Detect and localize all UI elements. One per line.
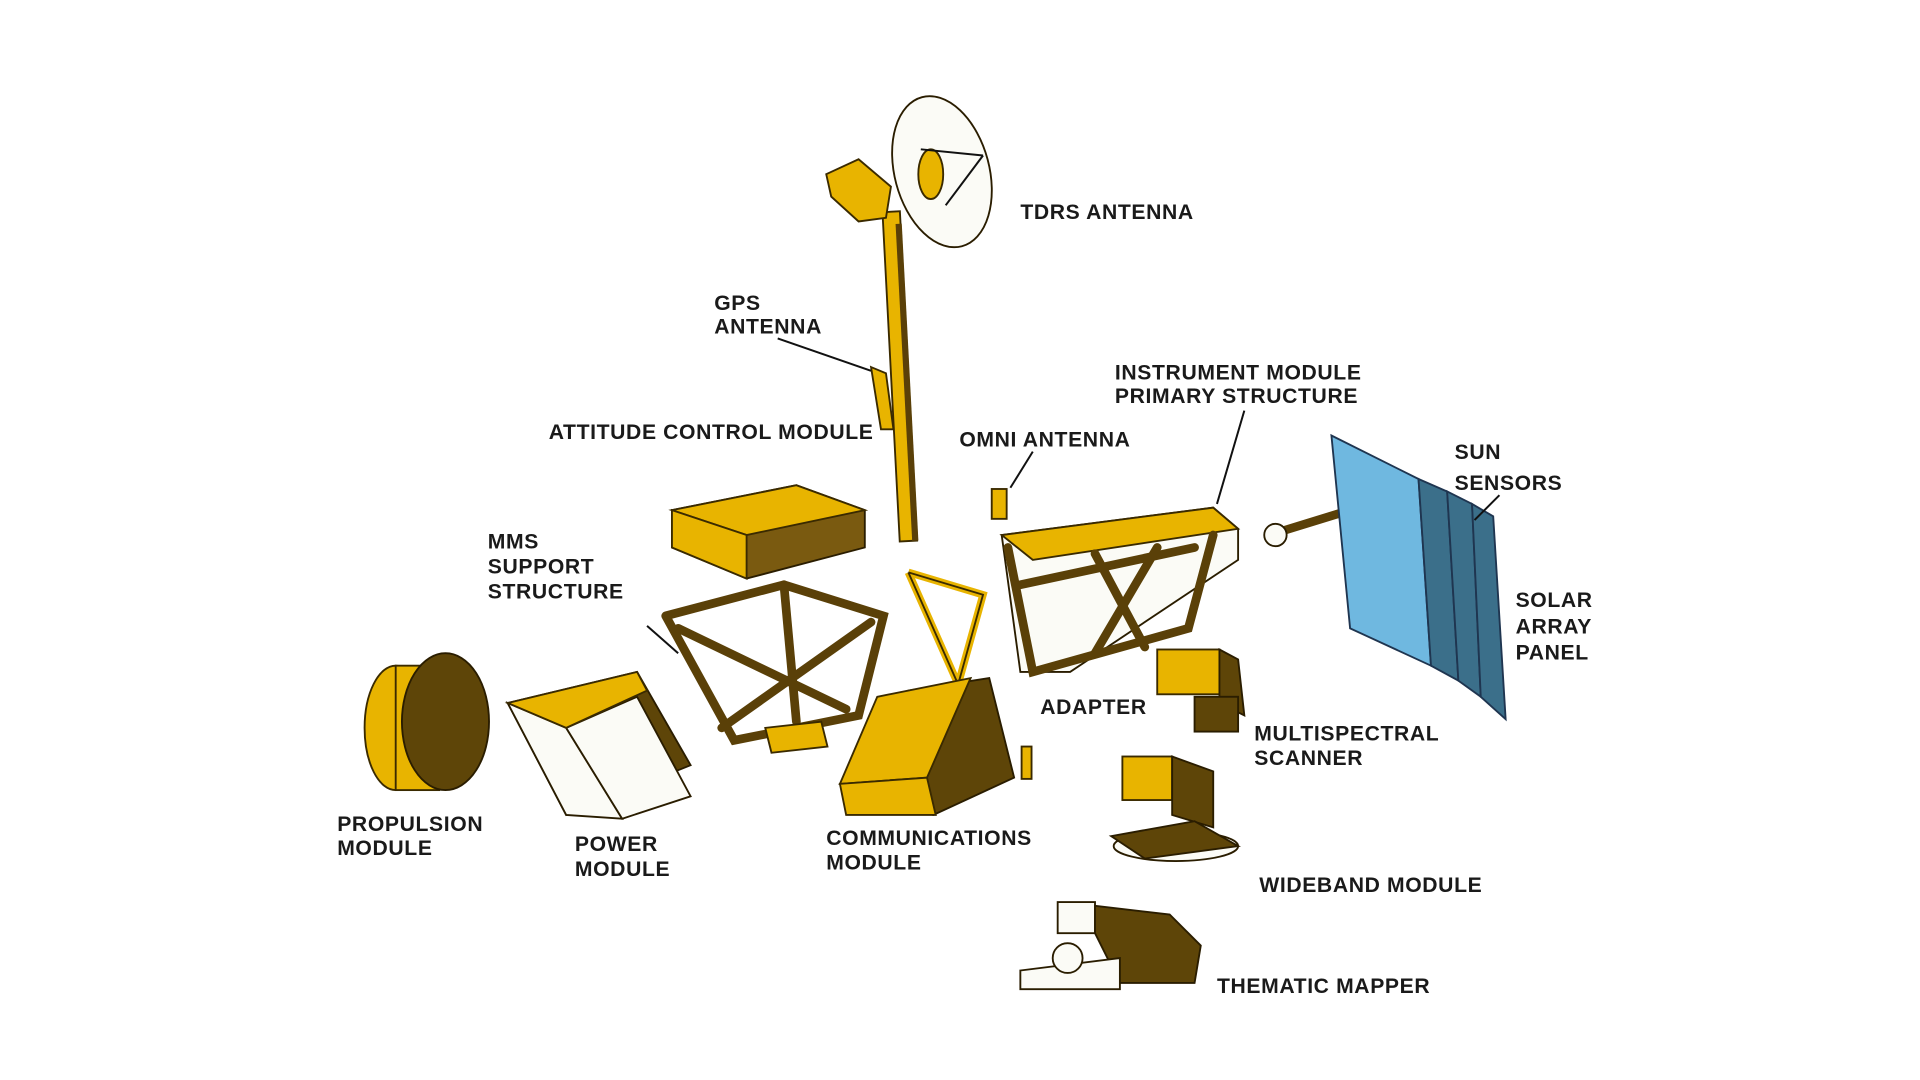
label-mms-3: STRUCTURE — [488, 580, 624, 603]
communications-module-part — [838, 676, 1016, 816]
label-power-1: POWER — [575, 833, 658, 856]
label-sun-sensors-1: SUN — [1455, 441, 1502, 464]
label-solar-3: PANEL — [1516, 641, 1589, 664]
mms-support-structure-part — [661, 580, 889, 754]
label-adapter: ADAPTER — [1040, 696, 1147, 719]
propulsion-module-part — [363, 652, 490, 792]
label-mss-1: MULTISPECTRAL — [1254, 722, 1439, 745]
label-gps-antenna-2: ANTENNA — [714, 315, 822, 338]
attitude-control-module-part — [668, 484, 869, 580]
label-comms-1: COMMUNICATIONS — [826, 827, 1032, 850]
instrument-module-part — [999, 506, 1241, 678]
leader-lines — [646, 337, 1501, 654]
label-wideband-module: WIDEBAND MODULE — [1259, 874, 1482, 897]
label-solar-1: SOLAR — [1516, 589, 1593, 612]
label-omni-antenna: OMNI ANTENNA — [959, 429, 1130, 452]
adapter-part — [904, 568, 988, 696]
power-module-part — [504, 670, 692, 820]
label-mms-1: MMS — [488, 531, 539, 554]
label-propulsion-1: PROPULSION — [337, 813, 483, 836]
omni-antenna-part — [990, 488, 1008, 520]
wideband-module-part — [1108, 755, 1241, 862]
label-mss-2: SCANNER — [1254, 747, 1363, 770]
label-power-2: MODULE — [575, 858, 670, 881]
label-propulsion-2: MODULE — [337, 837, 432, 860]
label-instrument-module-1: INSTRUMENT MODULE — [1115, 361, 1362, 384]
label-solar-2: ARRAY — [1516, 615, 1592, 638]
gps-antenna-part — [869, 365, 895, 431]
solar-array-part — [1263, 433, 1507, 722]
label-comms-2: MODULE — [826, 852, 921, 875]
small-antenna-part — [1020, 745, 1033, 780]
label-mms-2: SUPPORT — [488, 556, 595, 579]
multispectral-scanner-part — [1156, 647, 1246, 733]
label-gps-antenna-1: GPS — [714, 292, 761, 315]
label-thematic-mapper: THEMATIC MAPPER — [1217, 975, 1430, 998]
label-attitude-control-module: ATTITUDE CONTROL MODULE — [549, 421, 874, 444]
label-tdrs-antenna: TDRS ANTENNA — [1020, 201, 1193, 224]
label-sun-sensors-2: SENSORS — [1455, 472, 1563, 495]
thematic-mapper-part — [1019, 901, 1202, 991]
tdrs-antenna-part — [825, 95, 993, 543]
label-instrument-module-2: PRIMARY STRUCTURE — [1115, 385, 1358, 408]
